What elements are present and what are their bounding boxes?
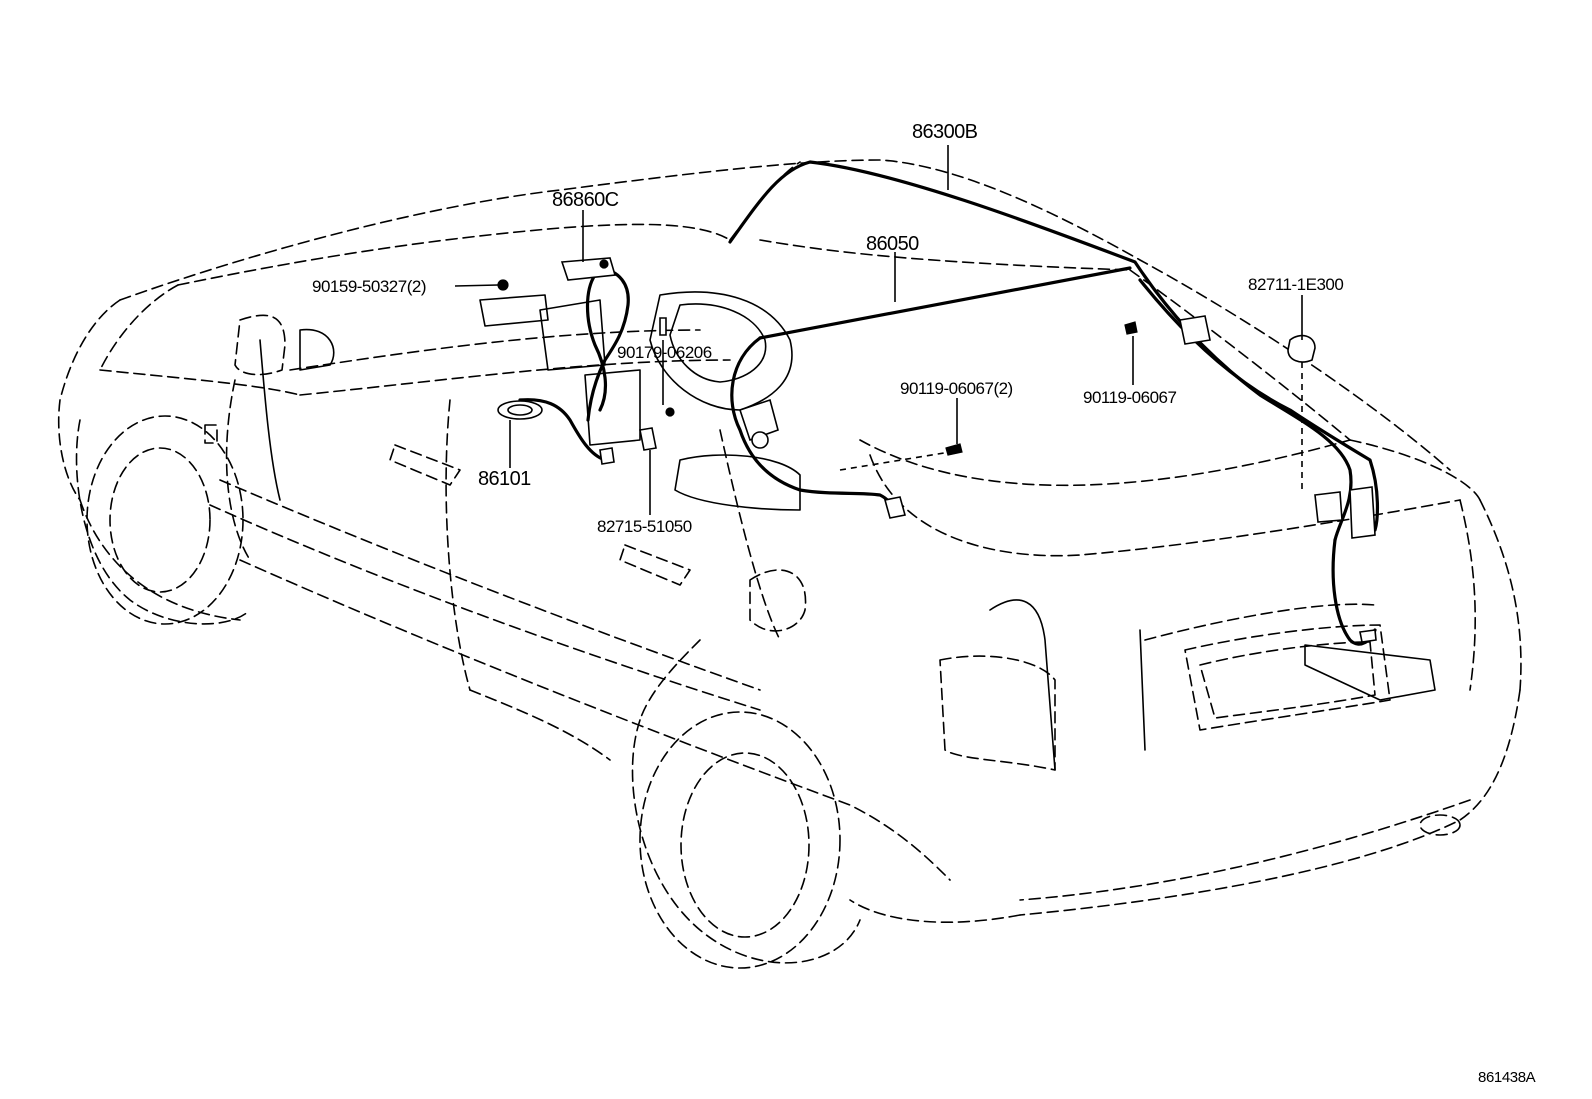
trunk-module-icon <box>1349 486 1376 539</box>
leader-lines <box>454 145 1303 515</box>
screw-90119-2-icon <box>945 443 963 456</box>
car-body-outline <box>57 159 1522 969</box>
parts <box>497 257 1377 643</box>
figure-code: 861438A <box>1478 1069 1536 1086</box>
callout-90119-06067-2: 90119-06067(2) <box>900 379 1013 398</box>
clamp-82711-icon <box>1287 334 1316 363</box>
clip-90179-icon <box>659 317 667 336</box>
callout-82715-51050: 82715-51050 <box>597 517 692 536</box>
interior-lines <box>259 291 801 511</box>
callout-86300b: 86300B <box>912 121 978 143</box>
callout-86860c: 86860C <box>552 189 619 211</box>
callout-86101: 86101 <box>478 468 531 490</box>
screw-90119-icon <box>1124 321 1138 335</box>
callout-86050: 86050 <box>866 233 919 255</box>
screw-90159-icon <box>497 279 509 291</box>
connector-82715-icon <box>639 427 657 451</box>
callout-90179-06206: 90179-06206 <box>617 343 712 362</box>
callout-82711-1e300: 82711-1E300 <box>1248 275 1343 294</box>
callout-90159-50327: 90159-50327(2) <box>312 277 426 296</box>
callout-90119-06067: 90119-06067 <box>1083 388 1176 407</box>
callout-labels: 86300B 86860C 86050 90159-50327(2) 82711… <box>312 121 1536 1086</box>
